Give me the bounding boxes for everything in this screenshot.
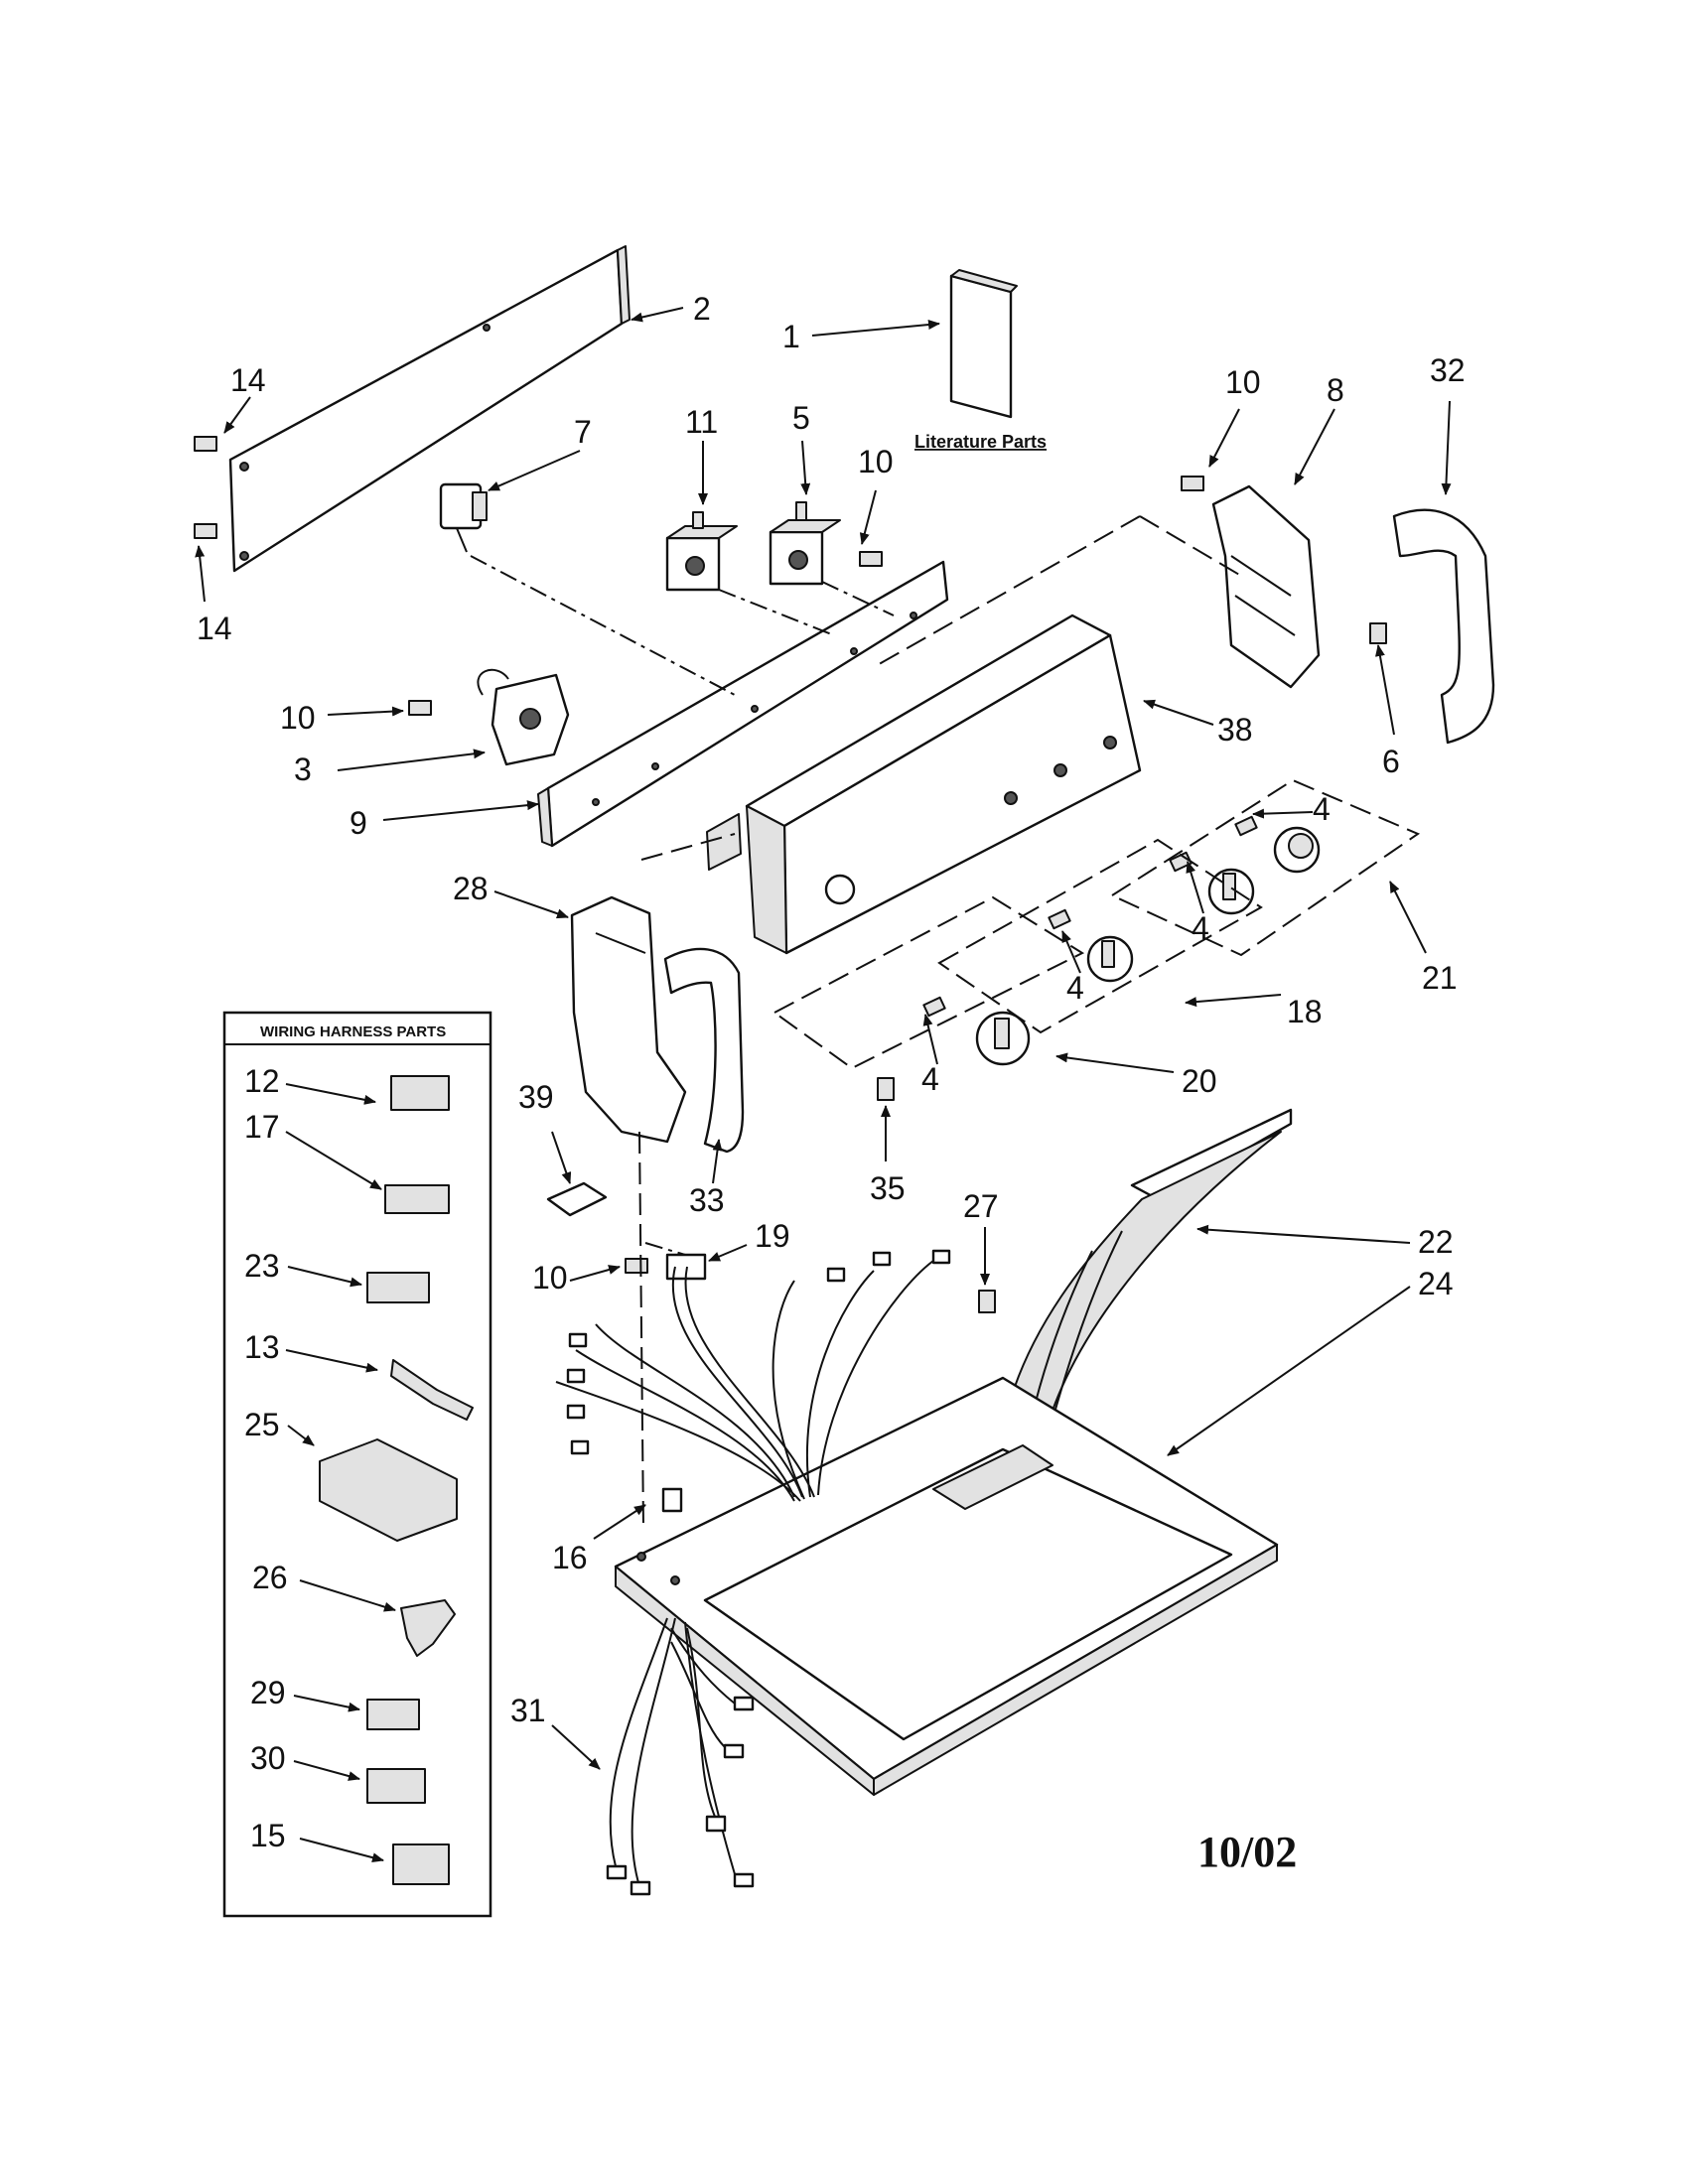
end-trim-32 <box>1392 508 1495 745</box>
knob-20 <box>922 996 1031 1066</box>
callout-4-d: 4 <box>921 1061 939 1097</box>
knob-21-bracket <box>1109 778 1421 957</box>
callout-33: 33 <box>689 1182 725 1218</box>
callout-27: 27 <box>963 1188 999 1224</box>
terminal-13-icon <box>390 1359 474 1421</box>
callout-numbers: 1 2 3 4 4 4 4 5 6 7 8 9 10 10 10 10 11 1… <box>197 291 1466 1728</box>
callout-9: 9 <box>350 805 367 841</box>
callout-16: 16 <box>552 1540 588 1575</box>
screw-35 <box>877 1077 895 1101</box>
callout-11: 11 <box>685 404 718 440</box>
callout-4-b: 4 <box>1192 910 1209 946</box>
screws-10-14 <box>194 436 1387 1274</box>
callout-21: 21 <box>1422 960 1458 996</box>
callout-4-a: 4 <box>1313 791 1331 827</box>
wiring-harness-title: WIRING HARNESS PARTS <box>260 1024 446 1040</box>
knob-18-bracket <box>937 838 1263 1034</box>
callout-6: 6 <box>1382 744 1400 779</box>
callout-24: 24 <box>1418 1266 1454 1301</box>
timer-3 <box>477 668 570 766</box>
harness-item-13: 13 <box>244 1329 280 1365</box>
wire-harness-lower-31 <box>606 1617 755 1896</box>
literature-book <box>949 269 1018 419</box>
connector-17-icon <box>384 1184 450 1214</box>
connector-23-icon <box>366 1272 430 1303</box>
date-code: 10/02 <box>1197 1828 1297 1876</box>
end-cap-8 <box>1211 484 1321 689</box>
clip-26-icon <box>400 1599 456 1657</box>
connector-12-icon <box>390 1075 450 1111</box>
callout-7: 7 <box>574 414 592 450</box>
connector-25-icon <box>319 1438 458 1542</box>
console-38 <box>706 614 1142 955</box>
knob-20-bracket <box>772 895 1085 1070</box>
callout-14-a: 14 <box>230 362 266 398</box>
callout-39: 39 <box>518 1079 554 1115</box>
callout-leaders <box>195 307 1452 1770</box>
callout-10-a: 10 <box>1225 364 1261 400</box>
harness-item-numbers: 12 17 23 13 25 26 29 30 15 <box>244 1063 288 1853</box>
screw-27 <box>978 1290 996 1313</box>
callout-8: 8 <box>1327 372 1344 408</box>
callout-19: 19 <box>755 1218 790 1254</box>
top-panel-24 <box>614 1376 1279 1796</box>
callout-3: 3 <box>294 751 312 787</box>
callout-10-b: 10 <box>858 444 894 479</box>
callout-35: 35 <box>870 1170 906 1206</box>
harness-item-29: 29 <box>250 1675 286 1710</box>
harness-item-25: 25 <box>244 1407 280 1442</box>
control-bracket-9 <box>537 560 949 848</box>
assembly-leader-lines <box>470 515 1242 1530</box>
callout-32: 32 <box>1430 352 1466 388</box>
harness-leaders <box>285 1083 396 1863</box>
literature-parts-label: Literature Parts <box>914 432 1047 452</box>
wiring-harness-box <box>222 1011 492 1918</box>
callout-5: 5 <box>792 400 810 436</box>
connector-15-icon <box>392 1843 450 1885</box>
callout-28: 28 <box>453 871 489 906</box>
callout-22: 22 <box>1418 1224 1454 1260</box>
harness-item-30: 30 <box>250 1740 286 1776</box>
callout-10-d: 10 <box>532 1260 568 1296</box>
harness-item-12: 12 <box>244 1063 280 1099</box>
knob-21 <box>1234 815 1321 874</box>
lint-screen-22 <box>1002 1108 1293 1446</box>
harness-item-17: 17 <box>244 1109 280 1145</box>
connector-30-icon <box>366 1768 426 1804</box>
clip-39 <box>546 1181 608 1217</box>
callout-38: 38 <box>1217 712 1253 748</box>
knob-18b <box>1048 908 1134 983</box>
connector-29-icon <box>366 1699 420 1730</box>
callout-2: 2 <box>693 291 711 327</box>
callout-31: 31 <box>510 1693 546 1728</box>
callout-14-b: 14 <box>197 611 232 646</box>
switch-5 <box>769 501 841 586</box>
end-cap-28 <box>570 895 687 1144</box>
rear-panel <box>228 245 631 573</box>
knob-18a <box>1169 851 1255 915</box>
callout-20: 20 <box>1182 1063 1217 1099</box>
callout-18: 18 <box>1287 994 1323 1029</box>
harness-item-26: 26 <box>252 1560 288 1595</box>
harness-item-15: 15 <box>250 1818 286 1853</box>
switch-11 <box>665 511 738 592</box>
wire-harness-upper <box>555 1249 951 1502</box>
harness-item-23: 23 <box>244 1248 280 1284</box>
end-trim-33 <box>663 947 745 1154</box>
callout-1: 1 <box>782 319 800 354</box>
callout-10-c: 10 <box>280 700 316 736</box>
callout-4-c: 4 <box>1066 970 1084 1006</box>
switch-7 <box>439 482 488 553</box>
